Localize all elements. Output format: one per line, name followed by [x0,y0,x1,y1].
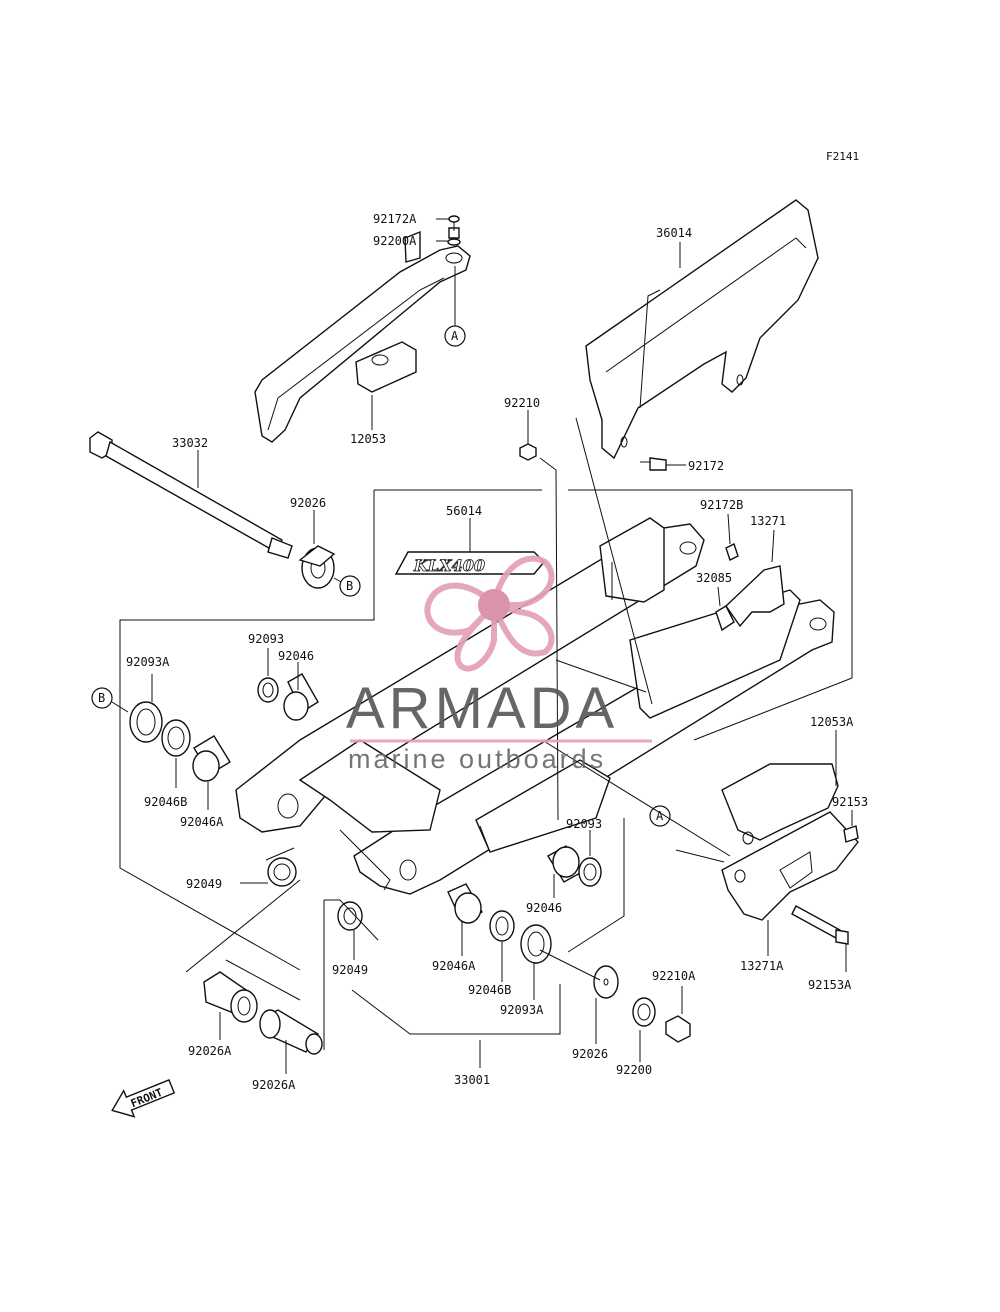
decal-text: KLX400 [413,556,485,575]
label-32085: 32085 [696,571,732,585]
decal-56014: KLX400 [394,551,545,575]
label-92049-left: 92049 [186,877,222,891]
label-92046B: 92046B [144,795,187,809]
chain-cover-36014-drawing [585,199,819,460]
marker-b-top-label: B [346,579,353,593]
right-bearing-group-drawing [267,845,602,964]
label-92093-right: 92093 [566,817,602,831]
label-92046B-right: 92046B [468,983,511,997]
watermark-logo: ARMADA marine outboards [346,555,652,774]
label-92026A-1: 92026A [188,1044,232,1058]
label-92026-top: 92026 [290,496,326,510]
label-92046: 92046 [278,649,314,663]
label-92153: 92153 [832,795,868,809]
marker-b-left-label: B [98,691,105,705]
collar-92026-top-drawing [298,545,336,589]
marker-a-right-label: A [656,809,664,823]
left-bearing-group-drawing [129,673,319,782]
label-13271A: 13271A [740,959,784,973]
label-92046A-right: 92046A [432,959,476,973]
swingarm-33001-drawing [235,517,835,895]
bolt-92172-drawing [640,457,667,471]
label-12053: 12053 [350,432,386,446]
propeller-icon [424,555,555,672]
nut-92210-drawing [519,443,537,461]
label-92210: 92210 [504,396,540,410]
label-92046-right: 92046 [526,901,562,915]
label-92026A-2: 92026A [252,1078,296,1092]
label-56014: 56014 [446,504,482,518]
label-92172: 92172 [688,459,724,473]
label-92172A: 92172A [373,212,417,226]
label-92093: 92093 [248,632,284,646]
label-33032: 33032 [172,436,208,450]
label-92026-bottom: 92026 [572,1047,608,1061]
marker-b-top [339,575,361,597]
marker-b-left [91,687,113,709]
watermark-tagline: marine outboards [348,744,606,774]
label-33001: 33001 [454,1073,490,1087]
chain-slider-12053-drawing [254,215,471,443]
label-92153A: 92153A [808,978,852,992]
label-13271: 13271 [750,514,786,528]
figure-code: F2141 [826,150,859,163]
label-92093A: 92093A [126,655,170,669]
bracket-13271-drawing [715,543,785,632]
label-92049-center: 92049 [332,963,368,977]
label-92210A: 92210A [652,969,696,983]
watermark-brand: ARMADA [346,676,618,741]
label-36014: 36014 [656,226,692,240]
marker-a-top-label: A [451,329,459,343]
label-92200: 92200 [616,1063,652,1077]
label-92046A: 92046A [180,815,224,829]
marker-a-top [444,325,466,347]
marker-a-right [649,805,671,827]
chain-guide-12053A-drawing [721,763,859,945]
bottom-parts-drawing [203,965,691,1055]
label-92172B: 92172B [700,498,743,512]
pivot-shaft-33032-drawing [89,431,293,559]
front-arrow: FRONT [111,1079,176,1118]
label-92093A-right: 92093A [500,1003,544,1017]
label-92200A: 92200A [373,234,417,248]
label-12053A: 12053A [810,715,854,729]
